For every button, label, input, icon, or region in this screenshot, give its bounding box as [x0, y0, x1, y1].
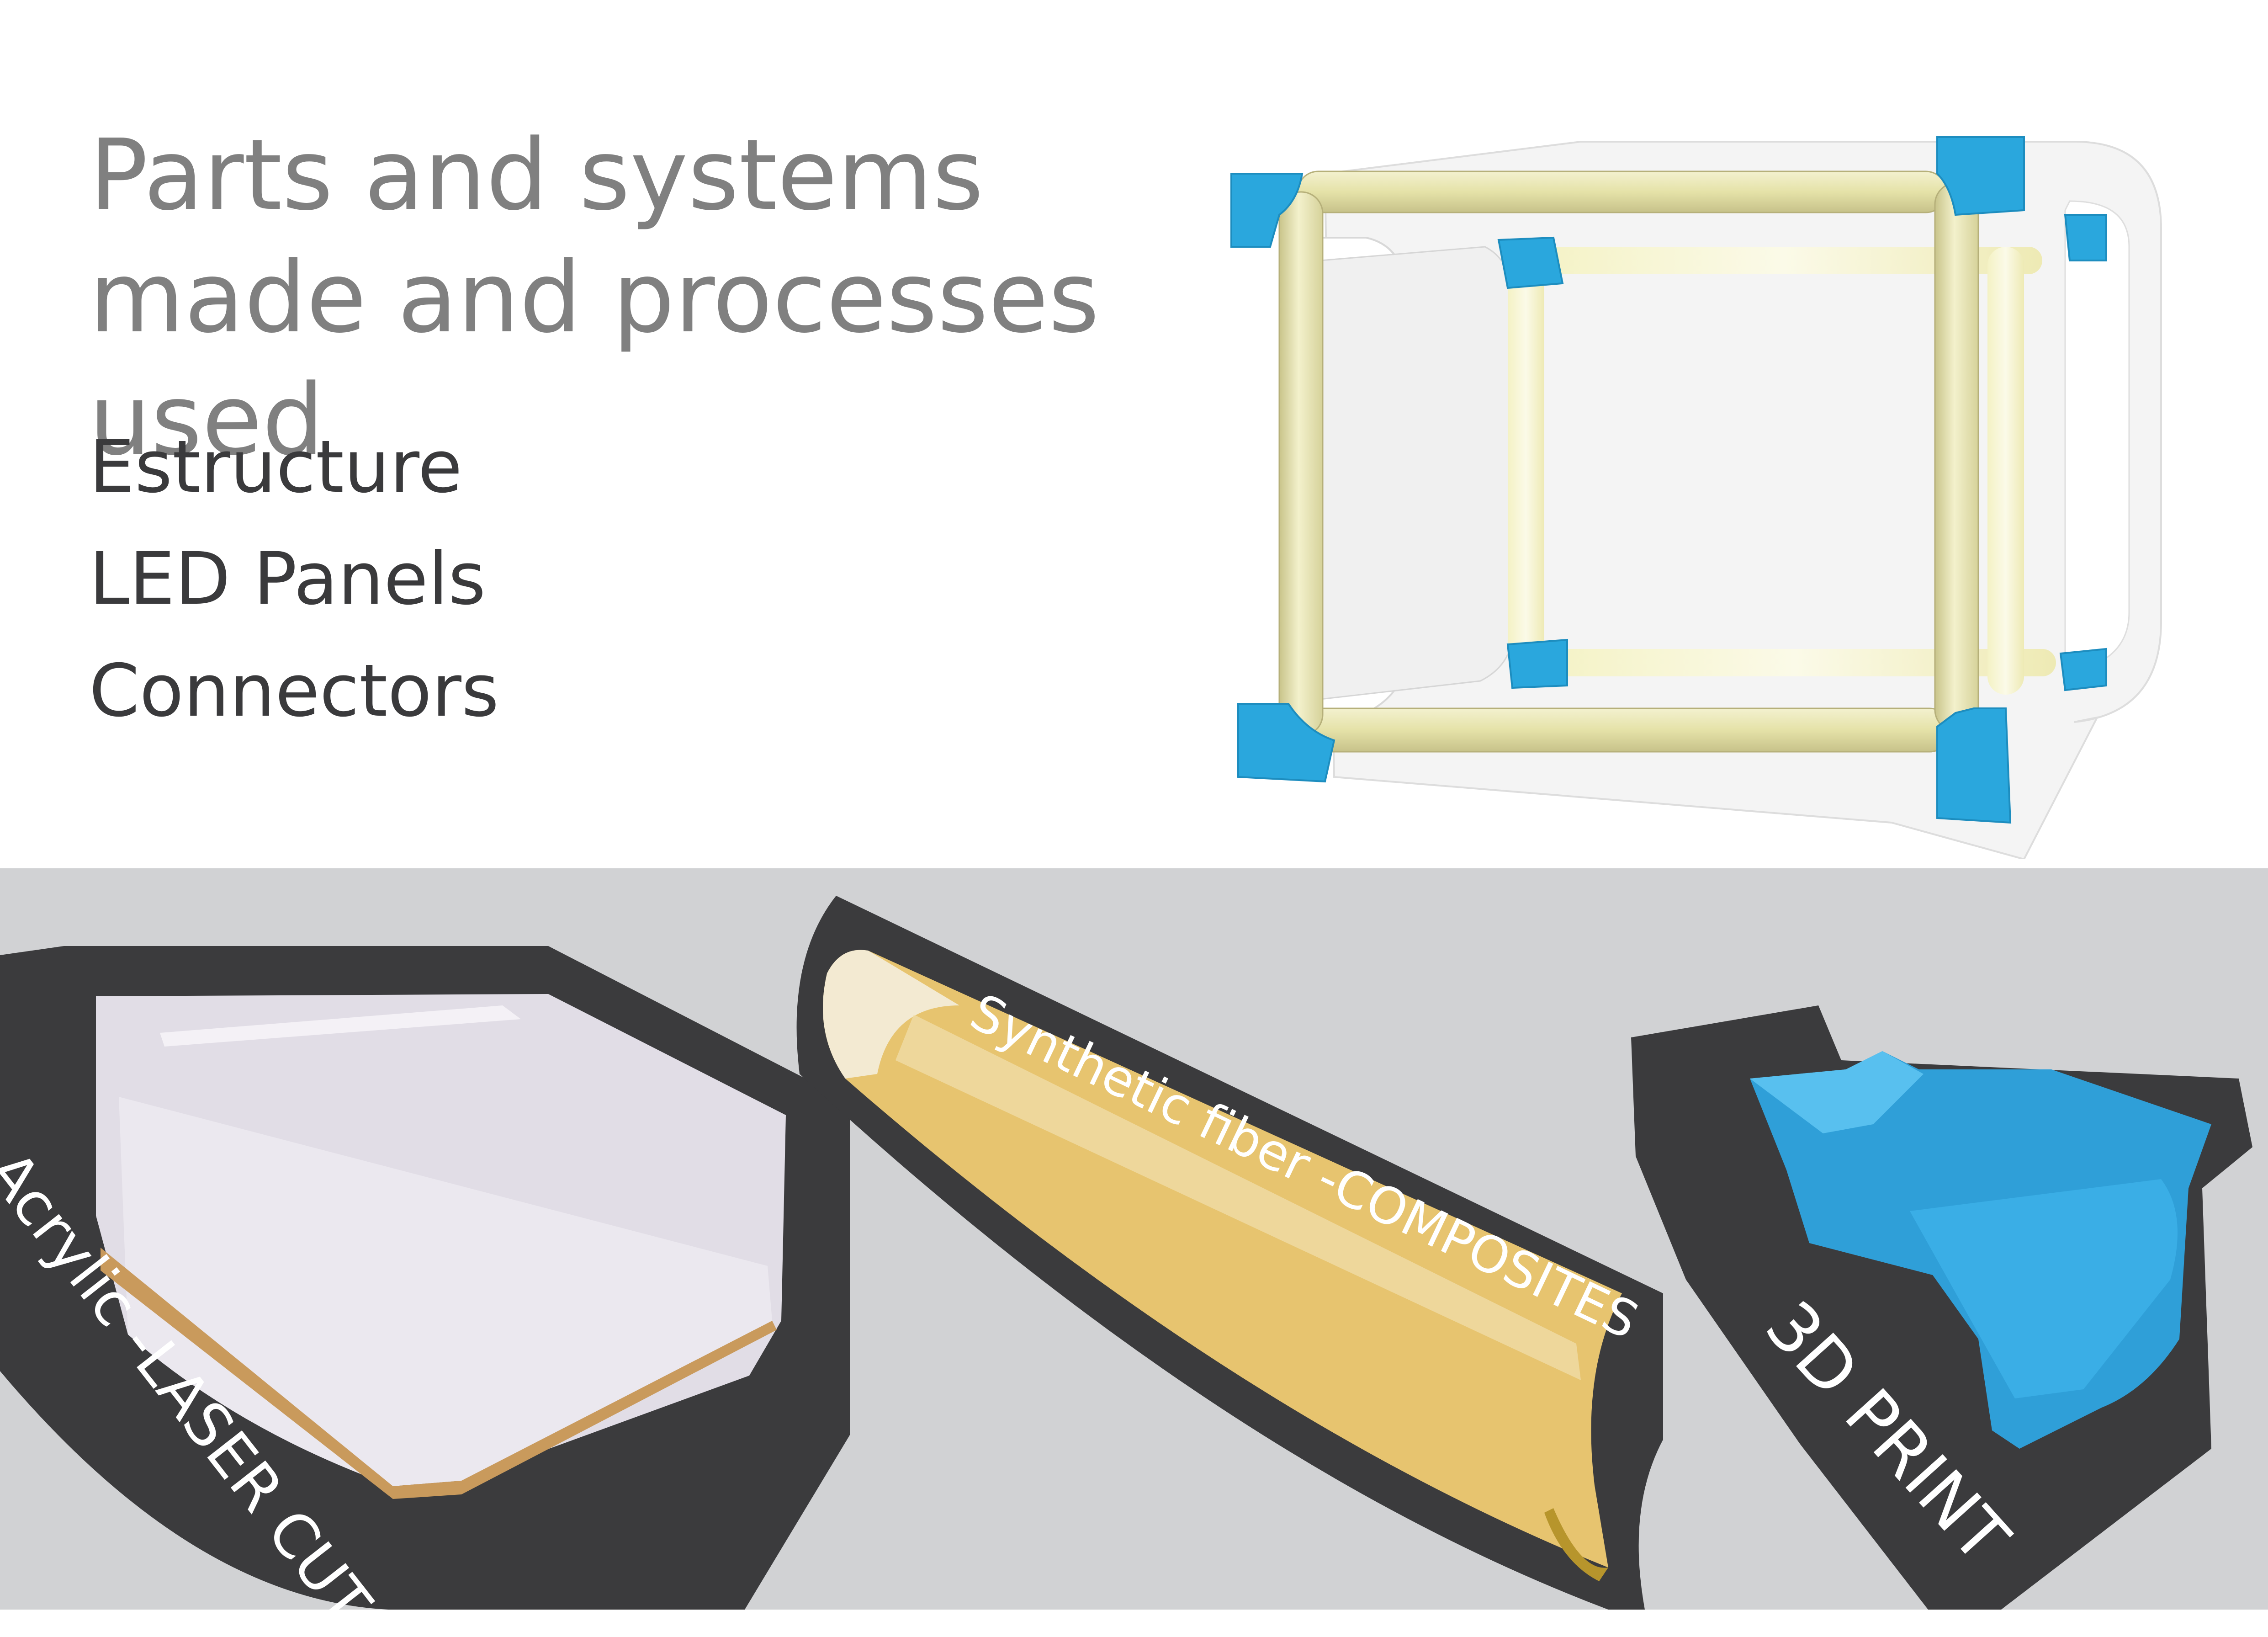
frame-structure-render: [1230, 136, 2162, 859]
part-item-estructure: Estructure: [89, 425, 462, 509]
composite-tube-photo: [796, 896, 1663, 1610]
part-item-led-panels: LED Panels: [89, 537, 486, 621]
blue-connectors: [1230, 136, 2107, 824]
parts-list: Estructure LED Panels Connectors: [89, 411, 499, 747]
page-title: Parts and systems made and processes use…: [89, 118, 1100, 477]
process-band: [0, 868, 2268, 1610]
part-item-connectors: Connectors: [89, 649, 499, 733]
printed-connector-photo: [1631, 1005, 2252, 1610]
acrylic-panel-photo: [0, 946, 850, 1610]
